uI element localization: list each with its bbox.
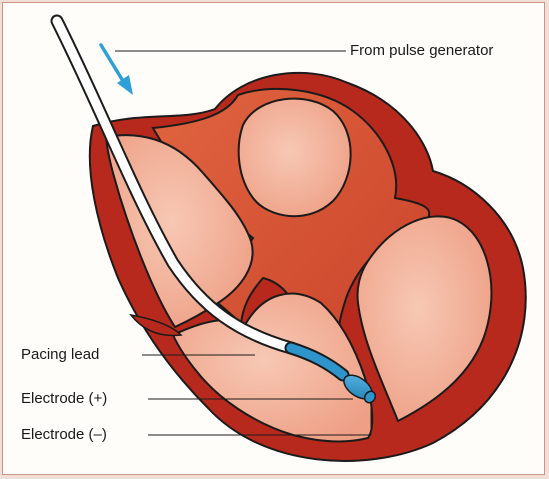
label-electrode-positive: Electrode (+) (21, 390, 107, 407)
label-electrode-negative: Electrode (–) (21, 426, 107, 443)
diagram-panel: From pulse generator Pacing lead Electro… (2, 2, 545, 475)
left-atrium (239, 99, 351, 217)
label-from-pulse-generator: From pulse generator (350, 42, 493, 59)
arrow-down-right-icon (101, 45, 133, 95)
label-pacing-lead: Pacing lead (21, 346, 99, 363)
